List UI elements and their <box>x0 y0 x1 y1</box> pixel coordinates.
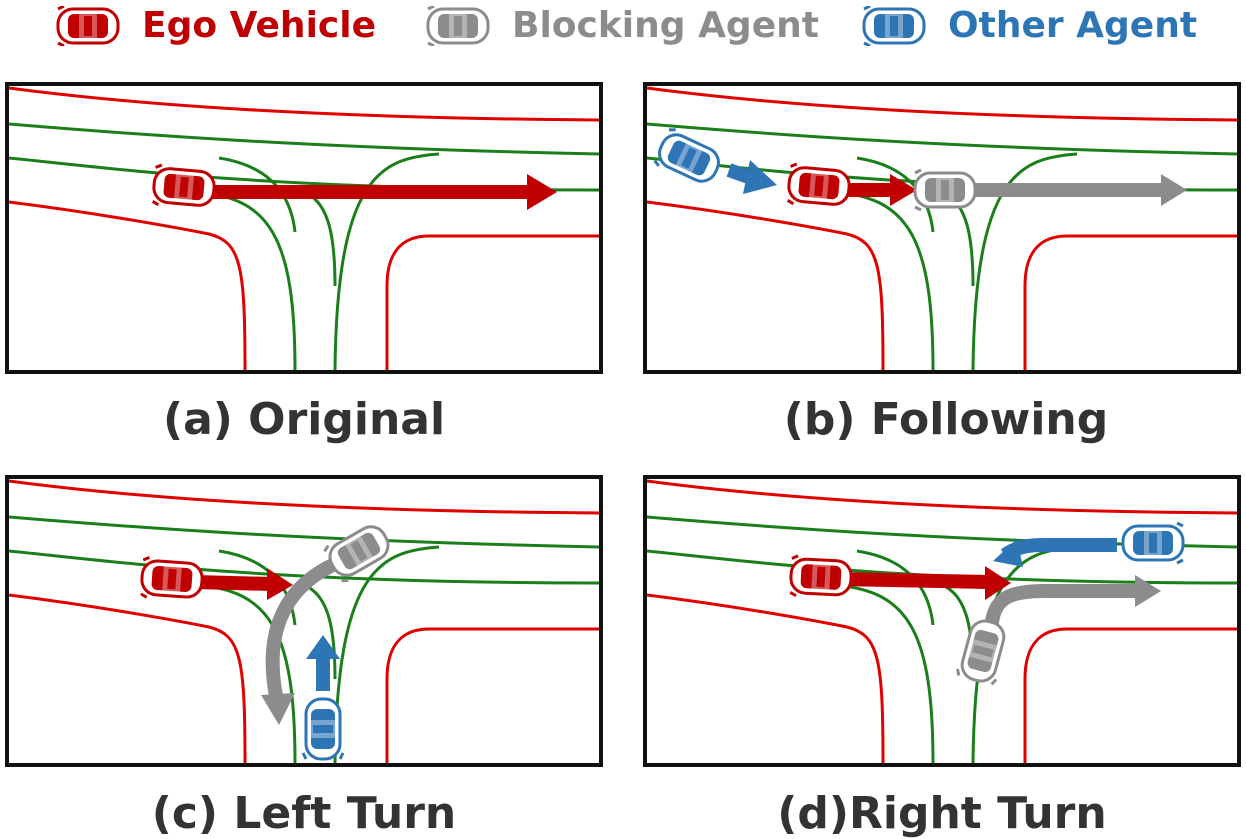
other-agent-trajectory-arrow <box>993 538 1117 567</box>
ego-trajectory-arrow <box>205 174 557 210</box>
caption-a: (a) Original <box>162 394 446 445</box>
ego-vehicle-icon <box>151 163 216 207</box>
caption-c: (c) Left Turn <box>151 788 457 839</box>
panel-right-turn <box>643 475 1241 767</box>
other-agent-trajectory-arrow <box>306 635 340 691</box>
intersection-map-a <box>9 86 599 370</box>
legend-label-ego: Ego Vehicle <box>142 5 376 46</box>
other-agent-trajectory-arrow <box>726 160 777 194</box>
legend: Ego Vehicle Blocking Agent Other Agent <box>0 0 1246 52</box>
panel-following <box>643 82 1241 374</box>
blocking-agent-trajectory-arrow <box>967 174 1187 206</box>
legend-label-blocking: Blocking Agent <box>512 5 819 46</box>
blocking-agent-trajectory-arrow <box>261 556 340 725</box>
legend-label-other: Other Agent <box>948 5 1198 46</box>
ego-trajectory-arrow <box>836 566 1011 600</box>
blocking-agent-icon <box>913 168 977 212</box>
other-agent-icon <box>1121 521 1185 565</box>
intersection-map-b <box>647 86 1237 370</box>
blocking-agent-icon <box>323 525 390 583</box>
intersection-map-d <box>647 479 1237 763</box>
legend-item-blocking: Blocking Agent <box>422 0 819 52</box>
legend-item-ego: Ego Vehicle <box>52 0 376 52</box>
panel-left-turn <box>5 475 603 767</box>
car-icon <box>56 6 120 46</box>
intersection-map-c <box>9 479 599 763</box>
car-icon <box>862 6 926 46</box>
other-agent-icon <box>301 697 345 761</box>
legend-item-other: Other Agent <box>858 0 1197 52</box>
ego-vehicle-icon <box>140 555 204 599</box>
ego-trajectory-arrow <box>194 568 293 600</box>
other-agent-icon <box>653 128 720 183</box>
car-icon <box>426 6 490 46</box>
blocking-agent-icon <box>956 619 1006 686</box>
panel-original <box>5 82 603 374</box>
caption-b: (b) Following <box>783 394 1109 445</box>
ego-vehicle-icon <box>786 162 851 206</box>
ego-vehicle-icon <box>789 554 853 598</box>
caption-d: (d)Right Turn <box>777 788 1107 839</box>
